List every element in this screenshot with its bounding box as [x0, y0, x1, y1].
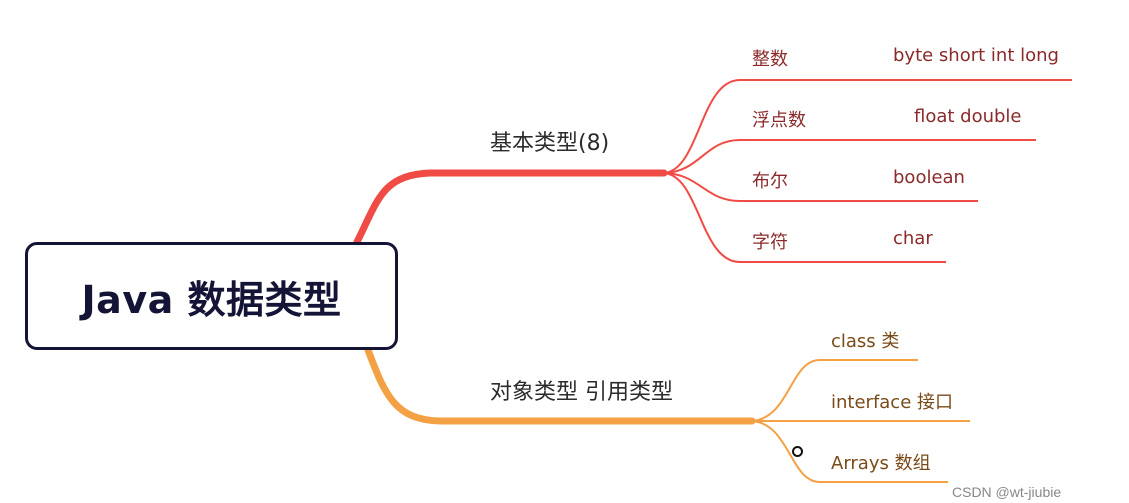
connector-float — [663, 139, 1036, 174]
leaf-float-name[interactable]: 浮点数 — [752, 110, 806, 131]
leaf-integer-name[interactable]: 整数 — [752, 49, 788, 70]
connector-integer — [663, 79, 1072, 174]
connector-char — [663, 172, 946, 263]
leaf-arrays[interactable]: Arrays 数组 — [831, 453, 931, 474]
connector-primitive — [353, 169, 668, 246]
connector-boolean — [663, 172, 978, 202]
leaf-boolean-detail[interactable]: boolean — [893, 167, 965, 188]
leaf-char-detail[interactable]: char — [893, 228, 933, 249]
cursor-ring-icon — [792, 446, 803, 457]
connector-reference — [364, 346, 756, 425]
connector-arrays — [751, 420, 948, 483]
branch-reference-label[interactable]: 对象类型 引用类型 — [490, 380, 673, 405]
root-node[interactable]: Java 数据类型 — [25, 242, 398, 350]
leaf-interface[interactable]: interface 接口 — [831, 392, 954, 413]
leaf-char-name[interactable]: 字符 — [752, 232, 788, 253]
leaf-integer-detail[interactable]: byte short int long — [893, 45, 1059, 66]
root-title: Java 数据类型 — [81, 277, 342, 322]
branch-primitive-label[interactable]: 基本类型(8) — [490, 131, 610, 156]
leaf-class[interactable]: class 类 — [831, 331, 900, 352]
connector-class — [751, 359, 918, 422]
watermark: CSDN @wt-jiubie — [952, 484, 1062, 500]
leaf-float-detail[interactable]: float double — [914, 106, 1022, 127]
leaf-boolean-name[interactable]: 布尔 — [752, 171, 788, 192]
